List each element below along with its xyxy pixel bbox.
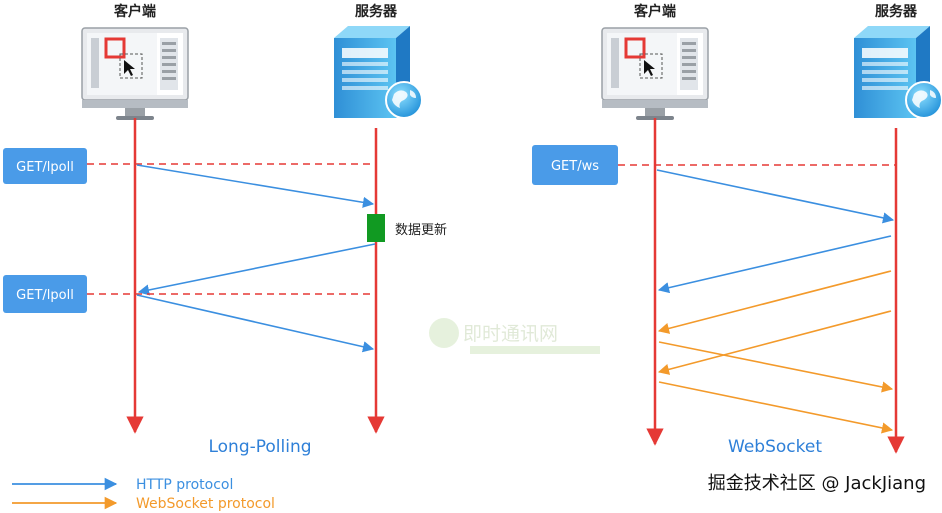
legend-http-label: HTTP protocol — [136, 477, 233, 493]
data-update-marker — [367, 214, 385, 242]
lp-request-label: GET/lpoll — [16, 160, 74, 175]
long-polling-title: Long-Polling — [208, 437, 311, 457]
legend-websocket-label: WebSocket protocol — [136, 496, 275, 512]
lp-http-arrow — [136, 164, 375, 208]
ws-websocket-arrow — [657, 310, 892, 375]
watermark-logo-text: 即时通讯网 — [463, 323, 558, 345]
lp-request-label: GET/lpoll — [16, 288, 74, 303]
desktop-monitor-icon — [81, 27, 189, 120]
ws-request-box — [532, 145, 618, 185]
server-tower-globe-icon — [854, 26, 942, 119]
lp-client-label: 客户端 — [113, 3, 156, 20]
lp-server-label: 服务器 — [355, 3, 398, 20]
desktop-monitor-icon — [601, 27, 709, 120]
ws-websocket-arrow — [658, 341, 894, 393]
lp-http-arrow — [136, 294, 375, 353]
ws-server-label: 服务器 — [875, 3, 918, 20]
server-tower-globe-icon — [334, 26, 423, 119]
ws-http-arrow — [657, 235, 892, 294]
center-watermark: 即时通讯网 — [429, 318, 600, 354]
lp-request-box — [3, 275, 87, 313]
data-update-note: 数据更新 — [395, 222, 447, 238]
ws-websocket-arrow — [658, 381, 894, 434]
ws-websocket-arrow — [657, 270, 892, 334]
websocket-title: WebSocket — [728, 437, 822, 457]
ws-client-label: 客户端 — [633, 3, 676, 20]
ws-http-arrow — [656, 169, 895, 224]
credit-watermark: 掘金技术社区 @ JackJiang — [708, 473, 926, 494]
lp-http-arrow — [137, 243, 376, 296]
chat-bubble-logo-icon — [429, 318, 459, 348]
lp-request-box — [3, 148, 87, 184]
watermark-subtitle-bar — [470, 346, 600, 354]
ws-request-label: GET/ws — [551, 159, 599, 174]
